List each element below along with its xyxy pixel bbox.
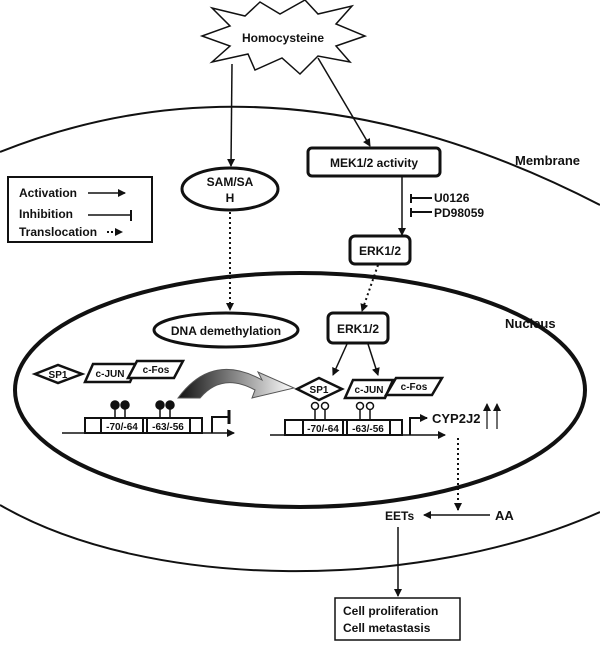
cyp2j2-label: CYP2J2: [432, 411, 480, 426]
svg-text:DNA demethylation: DNA demethylation: [171, 324, 281, 338]
right-cjun-shape: [343, 378, 395, 400]
membrane-label: Membrane: [515, 153, 580, 168]
legend: Activation Inhibition Translocation: [7, 176, 153, 243]
svg-text:c-Fos: c-Fos: [143, 365, 170, 376]
cell-membrane-top: [0, 105, 600, 206]
homocysteine-node: Homocysteine: [199, 0, 368, 76]
aa-node: AA: [495, 508, 514, 523]
nucleus: [13, 271, 587, 509]
svg-text:SP1: SP1: [49, 370, 68, 381]
arrow-homocysteine-to-mek: [317, 57, 371, 147]
demethylation-transition-arrow: [177, 368, 296, 399]
svg-text:-70/-64: -70/-64: [106, 422, 138, 433]
legend-translocation: Translocation: [19, 225, 97, 239]
blocked-transcription-icon: [211, 416, 228, 433]
right-gene-promoter: -70/-64 -63/-56 CYP2J2: [270, 401, 501, 439]
left-gene-promoter: -70/-64 -63/-56: [62, 400, 235, 437]
svg-text:Homocysteine: Homocysteine: [242, 31, 324, 45]
dna-demethylation-node: DNA demethylation: [152, 311, 300, 349]
left-sp1-diamond: [31, 363, 86, 385]
svg-text:MEK1/2 activity: MEK1/2 activity: [330, 156, 418, 170]
erk-nucleus-node: ERK1/2: [326, 311, 390, 345]
eets-node: EETs: [385, 509, 414, 523]
translocation-erk-to-nucleus: [360, 264, 379, 312]
right-sp1-label: SP1: [310, 385, 329, 396]
svg-text:-63/-56: -63/-56: [152, 422, 184, 433]
outcome-box: Cell proliferation Cell metastasis: [334, 597, 461, 641]
svg-text:ERK1/2: ERK1/2: [359, 244, 401, 258]
cell-membrane-bottom: [0, 504, 600, 573]
svg-text:Cell proliferation: Cell proliferation: [343, 604, 438, 618]
right-transcription-factors: SP1 c-JUN c-Fos: [294, 376, 445, 402]
svg-text:SAM/SA: SAM/SA: [207, 175, 254, 189]
right-cfos-shape: [383, 376, 445, 397]
svg-text:c-JUN: c-JUN: [355, 385, 384, 396]
sam-sah-node: SAM/SA H: [180, 166, 280, 212]
svg-text:c-JUN: c-JUN: [96, 369, 125, 380]
svg-text:-70/-64: -70/-64: [307, 424, 339, 435]
erk-cytoplasm-node: ERK1/2: [348, 234, 412, 266]
arrow-erk-to-sp1: [332, 343, 348, 376]
svg-text:c-Fos: c-Fos: [401, 382, 428, 393]
unmethylated-cpg-icon: [310, 401, 375, 420]
left-transcription-factors: SP1 c-JUN c-Fos: [31, 359, 186, 385]
methylated-cpg-icon: [110, 400, 175, 418]
svg-text:H: H: [226, 191, 235, 205]
arrow-homocysteine-to-samsah: [227, 63, 236, 167]
left-cfos-shape: [125, 359, 186, 380]
svg-text:PD98059: PD98059: [434, 206, 484, 220]
nucleus-label: Nucleus: [505, 316, 556, 331]
inhibitor-pd98059: PD98059: [410, 206, 484, 220]
svg-text:Cell metastasis: Cell metastasis: [343, 621, 431, 635]
transcription-start-icon: [409, 414, 428, 435]
arrow-erk-to-cjun: [367, 343, 380, 376]
legend-activation: Activation: [19, 186, 77, 200]
right-sp1-diamond: [294, 376, 345, 402]
inhibitor-u0126: U0126: [410, 191, 470, 205]
left-cjun-shape: [83, 362, 140, 384]
svg-text:-63/-56: -63/-56: [352, 424, 384, 435]
svg-text:U0126: U0126: [434, 191, 470, 205]
mek-node: MEK1/2 activity: [306, 146, 442, 178]
legend-inhibition: Inhibition: [19, 207, 73, 221]
svg-text:ERK1/2: ERK1/2: [337, 322, 379, 336]
